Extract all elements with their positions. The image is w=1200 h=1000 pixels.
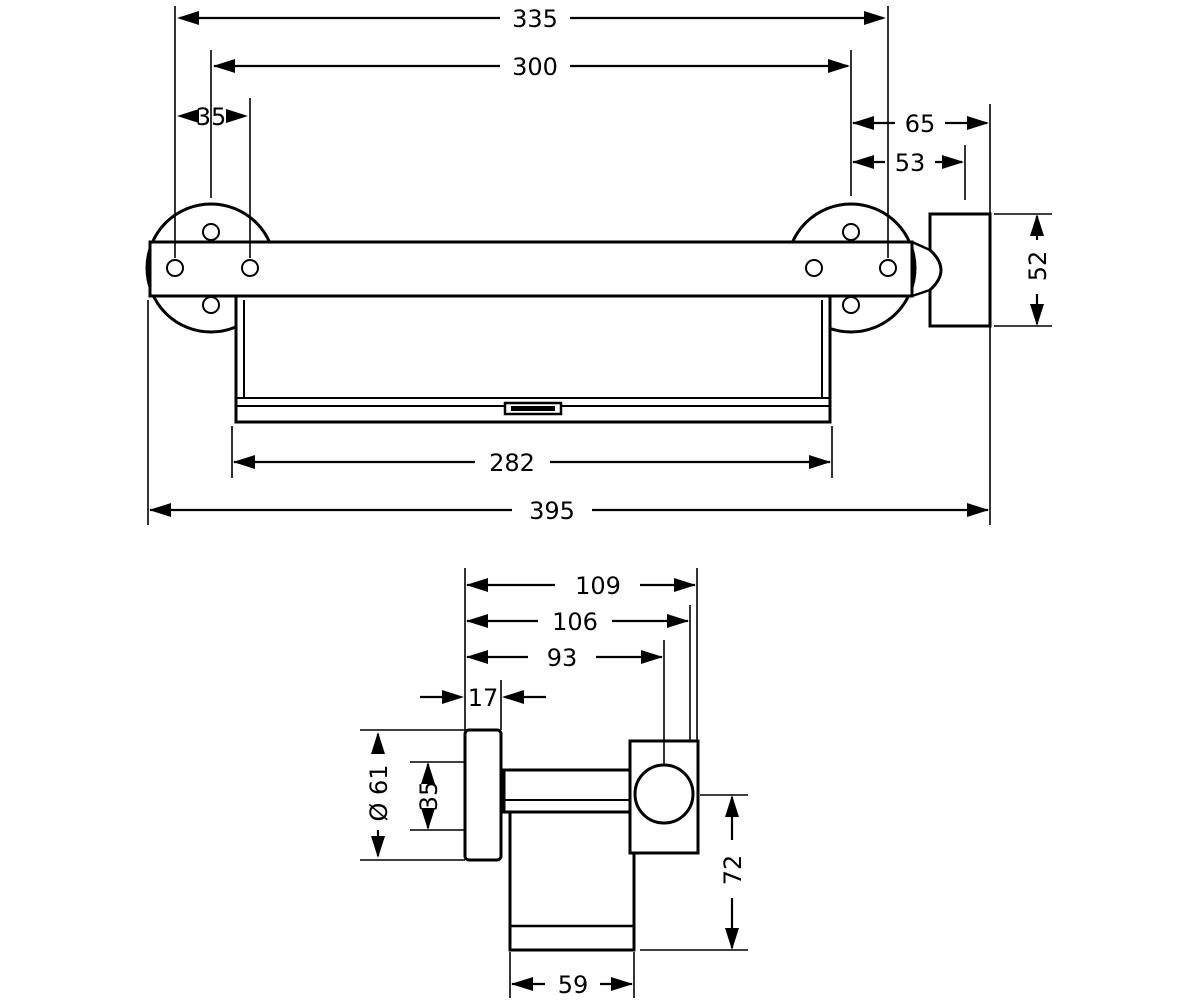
holder-knob <box>633 763 695 825</box>
dimension-72: 72 <box>719 795 747 950</box>
dimension-109: 109 <box>466 572 696 600</box>
screw-hole-icon <box>842 296 860 314</box>
dimension-53: 53 <box>852 149 964 177</box>
dimension-label: 282 <box>489 449 535 477</box>
dimension-106: 106 <box>466 608 689 636</box>
dimension-282: 282 <box>233 449 831 477</box>
dimension-52: 52 <box>1024 214 1052 326</box>
screw-hole-icon <box>842 223 860 241</box>
dimension-395: 395 <box>149 497 989 525</box>
dimension-label: 106 <box>552 608 598 636</box>
dimension-diameter-61: Ø 61 <box>365 732 393 858</box>
bar-side <box>502 768 646 814</box>
holder-joint <box>911 240 931 298</box>
screw-hole-icon <box>166 259 184 277</box>
screw-hole-icon <box>879 259 897 277</box>
dimension-label: 17 <box>468 684 499 712</box>
dimension-335: 335 <box>177 5 886 33</box>
rosette-side <box>463 728 503 862</box>
dimension-300: 300 <box>213 53 850 81</box>
screw-hole-icon <box>805 259 823 277</box>
screw-hole-icon <box>202 296 220 314</box>
dimension-label: 72 <box>719 855 747 886</box>
dimension-label: 59 <box>558 971 589 999</box>
shelf-tray <box>234 296 832 424</box>
dimension-35-side: 35 <box>415 762 443 830</box>
dimension-label: 93 <box>547 644 578 672</box>
side-extension-lines <box>360 568 748 998</box>
dimension-label: 65 <box>905 110 936 138</box>
dimension-label: 53 <box>895 149 926 177</box>
dimension-label: 335 <box>512 5 558 33</box>
dimension-35-top: 35 <box>177 103 248 131</box>
dimension-59: 59 <box>511 971 633 999</box>
dimension-label: 395 <box>529 497 575 525</box>
dimension-label: 35 <box>196 103 227 131</box>
screw-hole-icon <box>202 223 220 241</box>
dimension-label: 52 <box>1024 251 1052 282</box>
dimension-65: 65 <box>852 110 989 138</box>
dimension-17: 17 <box>420 684 546 712</box>
top-view: 335 300 35 65 <box>145 5 1052 525</box>
screw-hole-icon <box>241 259 259 277</box>
dimension-label: 109 <box>575 572 621 600</box>
dimension-label: 35 <box>415 781 443 812</box>
grab-bar <box>148 240 914 298</box>
side-view: 109 106 93 17 <box>360 568 748 999</box>
drain-slot-inner <box>511 406 555 411</box>
top-extension-lines <box>147 6 1052 525</box>
holder-block <box>928 212 992 328</box>
dimension-label: 300 <box>512 53 558 81</box>
dimension-label: Ø 61 <box>365 764 393 821</box>
dimension-93: 93 <box>466 644 663 672</box>
